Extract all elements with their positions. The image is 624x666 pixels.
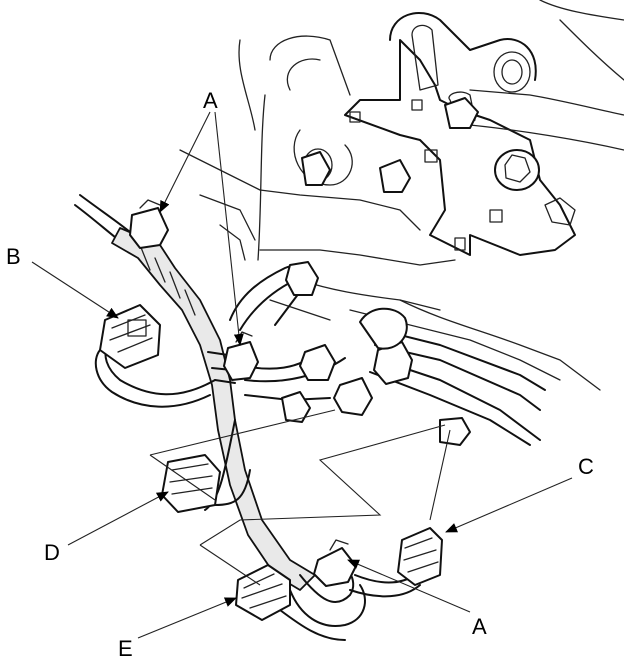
callout-arrows xyxy=(31,111,573,639)
arrow-d xyxy=(67,491,169,546)
callout-b: B xyxy=(6,244,21,269)
arrow-b xyxy=(31,261,119,319)
harness-clamps xyxy=(129,199,357,587)
callout-a-bottom: A xyxy=(472,614,487,639)
callout-c: C xyxy=(578,454,594,479)
arrow-a-bottom xyxy=(347,559,471,613)
engine-bracket xyxy=(269,0,624,256)
callout-e: E xyxy=(118,636,133,661)
callout-a-top: A xyxy=(203,88,218,113)
sensor-connectors xyxy=(281,97,479,446)
wire-harness xyxy=(74,194,546,641)
arrow-a-top-right xyxy=(214,111,244,346)
callout-d: D xyxy=(44,540,60,565)
arrow-a-top-left xyxy=(159,111,211,213)
connector-b xyxy=(99,304,161,369)
callout-labels: A B C D E A xyxy=(6,88,594,661)
arrow-c xyxy=(445,477,573,533)
reference-lines xyxy=(149,409,451,586)
connector-c xyxy=(397,527,443,586)
arrow-e xyxy=(137,597,237,639)
